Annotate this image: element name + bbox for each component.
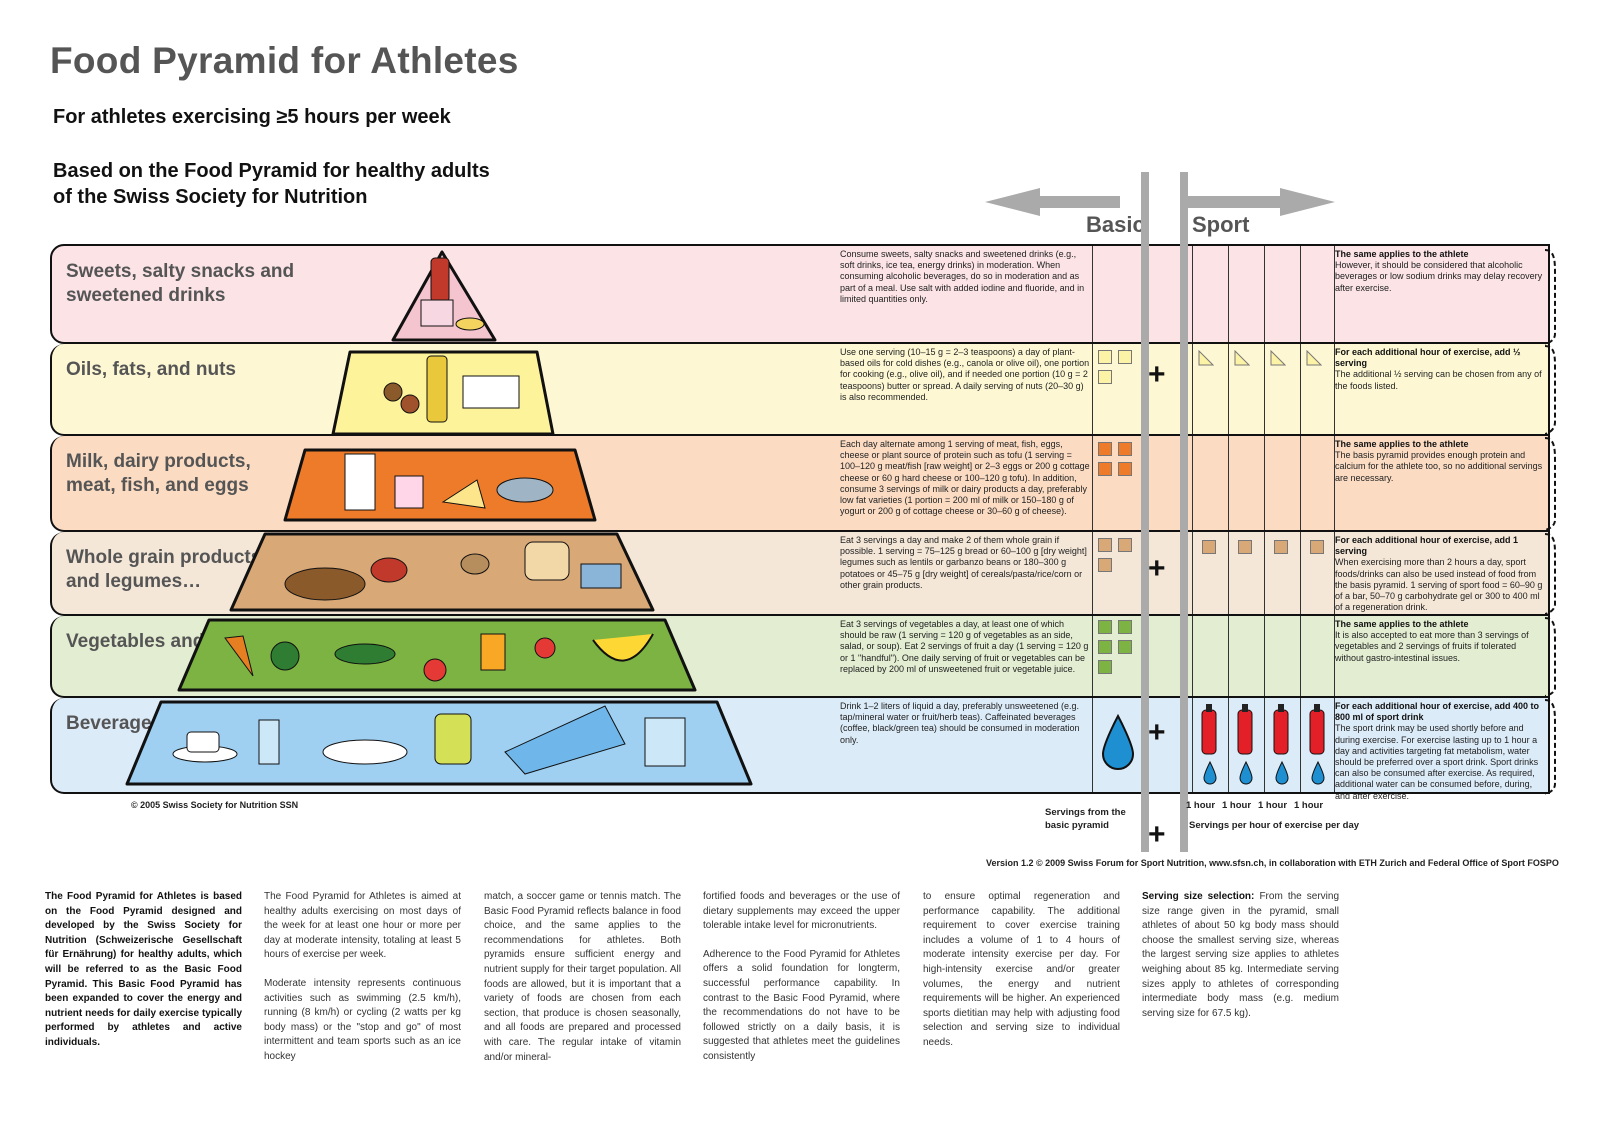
plus-sign: + xyxy=(1148,552,1166,585)
tier-oils: Oils, fats, and nuts Use one serving (10… xyxy=(50,344,1550,436)
tier-label: Oils, fats, and nuts xyxy=(66,359,236,380)
copyright-notice: © 2005 Swiss Society for Nutrition SSN xyxy=(131,800,299,810)
basic-recommendation: Eat 3 servings of vegetables a day, at l… xyxy=(840,619,1089,674)
basic-recommendation: Each day alternate among 1 serving of me… xyxy=(840,439,1090,517)
half-serving-icon xyxy=(1306,350,1322,366)
basic-serving-square xyxy=(1098,350,1112,364)
sport-serving-square xyxy=(1310,540,1324,554)
servings-basic-label: Servings from the basic pyramid xyxy=(1045,807,1126,831)
basic-serving-square xyxy=(1118,538,1132,552)
basic-column-divider xyxy=(1141,172,1149,852)
basic-column-header: Basic xyxy=(1086,212,1145,237)
servings-sport-label: Servings per hour of exercise per day xyxy=(1189,820,1360,831)
sport-drink-bottle-icon xyxy=(1273,704,1289,785)
basic-recommendation: Use one serving (10–15 g = 2–3 teaspoons… xyxy=(840,347,1090,402)
water-drop-icon xyxy=(1101,714,1135,770)
sport-recommendation: For each additional hour of exercise, ad… xyxy=(1335,701,1540,801)
basic-serving-square xyxy=(1098,660,1112,674)
basic-serving-square xyxy=(1118,620,1132,634)
sport-serving-square xyxy=(1274,540,1288,554)
sport-drink-bottle-icon xyxy=(1309,704,1325,785)
basic-serving-square xyxy=(1098,640,1112,654)
text-column-3: match, a soccer game or tennis match. Th… xyxy=(484,891,681,1063)
sport-column-divider xyxy=(1180,172,1188,852)
sport-recommendation: For each additional hour of exercise, ad… xyxy=(1335,535,1543,613)
version-notice: Version 1.2 © 2009 Swiss Forum for Sport… xyxy=(986,858,1559,868)
plus-sign: + xyxy=(1148,818,1166,851)
tier-label: Sweets, salty snacks and sweetened drink… xyxy=(66,261,295,306)
text-column-5: to ensure optimal regeneration and perfo… xyxy=(923,891,1120,1048)
basic-serving-square xyxy=(1118,640,1132,654)
dashed-bracket xyxy=(1545,249,1556,795)
half-serving-icon xyxy=(1198,350,1214,366)
basic-serving-square xyxy=(1098,370,1112,384)
hour-label: 1 hour xyxy=(1186,800,1216,811)
sport-drink-bottle-icon xyxy=(1201,704,1217,785)
basic-serving-square xyxy=(1118,350,1132,364)
hour-label: 1 hour xyxy=(1294,800,1324,811)
basic-recommendation: Eat 3 servings a day and make 2 of them … xyxy=(840,535,1087,590)
basic-serving-square xyxy=(1098,538,1112,552)
hour-label: 1 hour xyxy=(1222,800,1252,811)
half-serving-icon xyxy=(1270,350,1286,366)
text-column-2: The Food Pyramid for Athletes is aimed a… xyxy=(264,891,461,1062)
basic-serving-square xyxy=(1098,620,1112,634)
plus-sign: + xyxy=(1148,716,1166,749)
sport-serving-square xyxy=(1238,540,1252,554)
basic-serving-square xyxy=(1098,558,1112,572)
basic-arrow-icon xyxy=(985,188,1120,216)
tier-label: Whole grain products and legumes… xyxy=(66,547,262,592)
sport-drink-bottle-icon xyxy=(1237,704,1253,785)
page-title: Food Pyramid for Athletes xyxy=(50,40,519,81)
subtitle-target-group: For athletes exercising ≥5 hours per wee… xyxy=(53,106,451,128)
sport-arrow-icon xyxy=(1185,188,1335,216)
subtitle-basis: Based on the Food Pyramid for healthy ad… xyxy=(53,160,490,208)
tier-sweets: Sweets, salty snacks and sweetened drink… xyxy=(50,244,1550,344)
basic-serving-square xyxy=(1098,442,1112,456)
tier-label: Beverages xyxy=(66,713,163,734)
food-pyramid-illustration xyxy=(125,250,753,786)
hour-label: 1 hour xyxy=(1258,800,1288,811)
sport-recommendation: For each additional hour of exercise, ad… xyxy=(1335,347,1542,391)
intro-column: The Food Pyramid for Athletes is based o… xyxy=(45,891,242,1048)
basic-serving-square xyxy=(1118,462,1132,476)
tier-label: Milk, dairy products, meat, fish, and eg… xyxy=(66,451,251,496)
serving-size-column: Serving size selection: From the serving… xyxy=(1142,891,1340,1019)
basic-serving-square xyxy=(1098,462,1112,476)
sport-column-header: Sport xyxy=(1192,212,1250,237)
plus-sign: + xyxy=(1148,358,1166,391)
basic-recommendation: Consume sweets, salty snacks and sweeten… xyxy=(840,249,1085,304)
sport-serving-square xyxy=(1202,540,1216,554)
half-serving-icon xyxy=(1234,350,1250,366)
basic-recommendation: Drink 1–2 liters of liquid a day, prefer… xyxy=(840,701,1080,745)
basic-serving-square xyxy=(1118,442,1132,456)
text-column-4: fortified foods and beverages or the use… xyxy=(703,891,900,1062)
